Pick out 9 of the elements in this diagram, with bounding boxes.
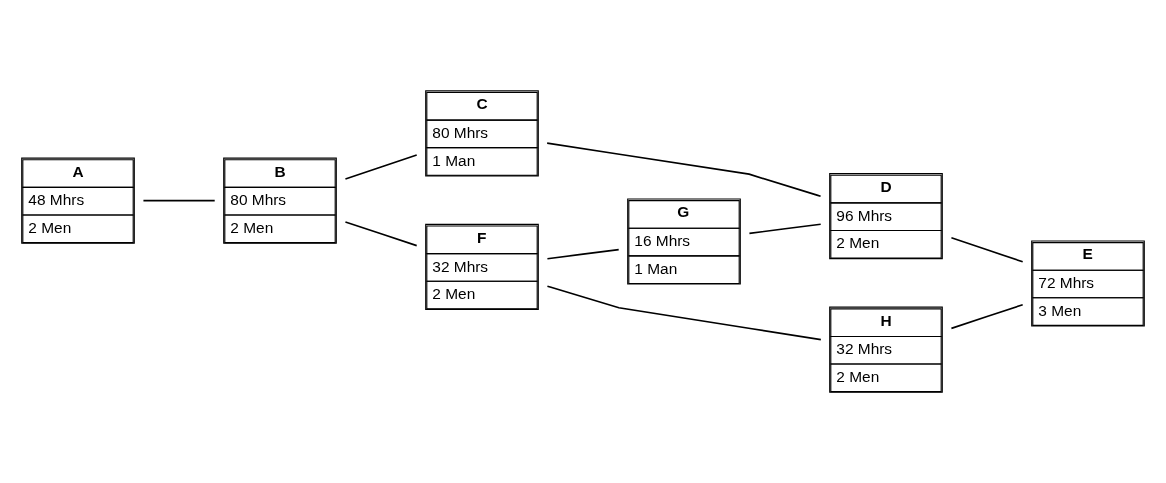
connector (344, 221, 418, 247)
connector (344, 154, 418, 180)
connector (546, 142, 822, 198)
connector (748, 223, 822, 235)
connector (546, 285, 822, 341)
connector (142, 199, 216, 202)
connector (950, 236, 1024, 263)
connector (546, 248, 620, 260)
connector (950, 303, 1024, 330)
